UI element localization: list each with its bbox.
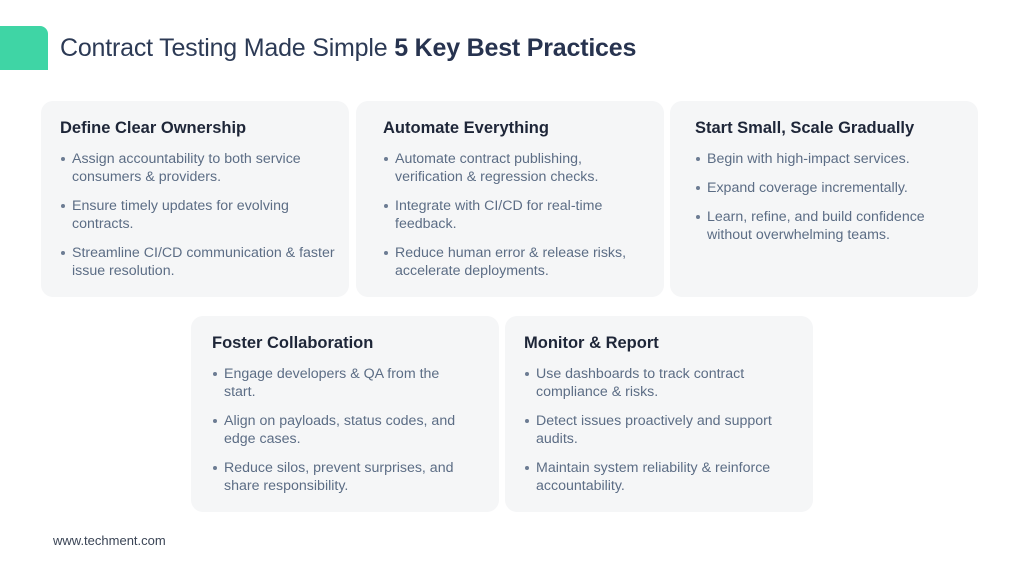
- footer-url: www.techment.com: [53, 533, 166, 548]
- bullet-item: Streamline CI/CD communication & faster …: [60, 244, 335, 280]
- bullet-item: Expand coverage incrementally.: [695, 179, 964, 197]
- bullet-item: Align on payloads, status codes, and edg…: [212, 412, 462, 448]
- card-title: Monitor & Report: [524, 334, 659, 352]
- card-title: Define Clear Ownership: [60, 119, 247, 137]
- title-light: Contract Testing Made Simple: [60, 34, 388, 62]
- bullet-item: Reduce human error & release risks, acce…: [383, 244, 650, 280]
- card-define-clear-ownership: Define Clear Ownership Assign accountabi…: [41, 101, 349, 297]
- bullet-item: Detect issues proactively and support au…: [524, 412, 799, 448]
- bullet-item: Ensure timely updates for evolving contr…: [60, 197, 335, 233]
- bullet-item: Maintain system reliability & reinforce …: [524, 459, 799, 495]
- card-monitor-report: Monitor & Report Use dashboards to track…: [505, 316, 813, 512]
- bullet-item: Assign accountability to both service co…: [60, 150, 335, 186]
- card-title: Start Small, Scale Gradually: [695, 119, 915, 137]
- bullet-item: Reduce silos, prevent surprises, and sha…: [212, 459, 462, 495]
- card-foster-collaboration: Foster Collaboration Engage developers &…: [191, 316, 499, 512]
- page-title: Contract Testing Made Simple 5 Key Best …: [60, 34, 636, 63]
- bullet-item: Begin with high-impact services.: [695, 150, 964, 168]
- card-automate-everything: Automate Everything Automate contract pu…: [356, 101, 664, 297]
- bullet-item: Integrate with CI/CD for real-time feedb…: [383, 197, 650, 233]
- bullet-item: Learn, refine, and build confidence with…: [695, 208, 964, 244]
- accent-bar: [0, 26, 48, 70]
- bullet-item: Engage developers & QA from the start.: [212, 365, 462, 401]
- bullet-item: Automate contract publishing, verificati…: [383, 150, 650, 186]
- card-title: Foster Collaboration: [212, 334, 374, 352]
- card-title: Automate Everything: [383, 119, 549, 137]
- bullet-item: Use dashboards to track contract complia…: [524, 365, 799, 401]
- title-bold: 5 Key Best Practices: [394, 34, 637, 62]
- card-start-small: Start Small, Scale Gradually Begin with …: [670, 101, 978, 297]
